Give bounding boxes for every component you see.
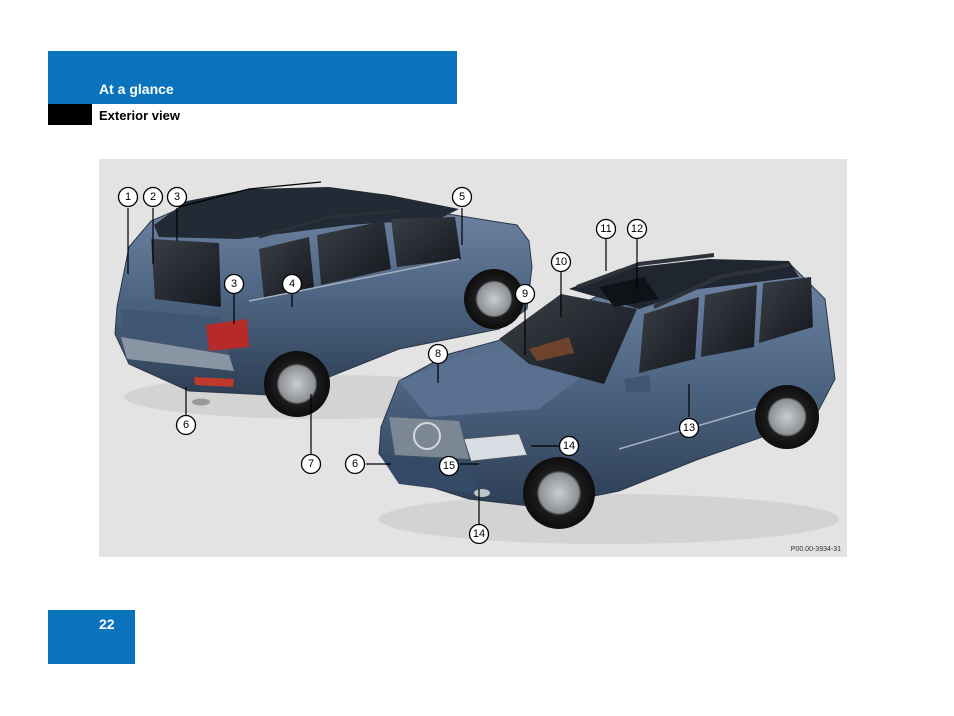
callout-7: 7 (300, 453, 322, 475)
svg-text:6: 6 (183, 419, 189, 431)
callout-11: 11 (595, 218, 617, 240)
page-number-box: 22 (48, 610, 135, 664)
svg-text:9: 9 (522, 288, 528, 300)
svg-text:14: 14 (473, 528, 485, 540)
svg-text:14: 14 (563, 440, 575, 452)
svg-text:5: 5 (459, 191, 465, 203)
svg-text:6: 6 (352, 458, 358, 470)
section-header-bar: At a glance (48, 51, 457, 104)
callout-1: 1 (117, 186, 139, 208)
svg-text:11: 11 (600, 223, 611, 235)
callout-15: 15 (438, 455, 460, 477)
callout-6-rear: 6 (175, 414, 197, 436)
callout-4: 4 (281, 273, 303, 295)
svg-text:1: 1 (125, 191, 131, 203)
svg-text:10: 10 (555, 256, 567, 268)
callout-14-headlamp: 14 (558, 435, 580, 457)
svg-text:15: 15 (443, 460, 455, 472)
svg-text:8: 8 (435, 348, 441, 360)
svg-text:7: 7 (308, 458, 314, 470)
vehicle-illustration: 1 2 3 3 4 5 6 7 8 9 10 11 12 13 14 6 15 … (114, 181, 839, 545)
svg-text:3: 3 (174, 191, 180, 203)
svg-text:13: 13 (683, 422, 695, 434)
svg-text:12: 12 (631, 223, 643, 235)
section-title: At a glance (99, 81, 174, 97)
callout-14-fog: 14 (468, 523, 490, 545)
page-number: 22 (99, 616, 115, 632)
subsection-marker (48, 104, 92, 125)
subsection-title: Exterior view (99, 108, 180, 123)
callout-10: 10 (550, 251, 572, 273)
svg-text:4: 4 (289, 278, 295, 290)
callout-6-front: 6 (344, 453, 366, 475)
callout-9: 9 (514, 283, 536, 305)
callout-2: 2 (142, 186, 164, 208)
svg-text:2: 2 (150, 191, 156, 203)
figure-reference: P00.00-3934-31 (790, 546, 841, 553)
callout-3b: 3 (223, 273, 245, 295)
callout-3: 3 (166, 186, 188, 208)
callout-leaders (127, 208, 690, 524)
exterior-view-figure: 1 2 3 3 4 5 6 7 8 9 10 11 12 13 14 6 15 … (99, 159, 847, 557)
svg-text:3: 3 (231, 278, 237, 290)
rear-view-vehicle (114, 181, 533, 419)
callout-13: 13 (678, 417, 700, 439)
callout-12: 12 (626, 218, 648, 240)
front-view-vehicle (378, 253, 839, 544)
callout-8: 8 (427, 343, 449, 365)
callout-5: 5 (451, 186, 473, 208)
